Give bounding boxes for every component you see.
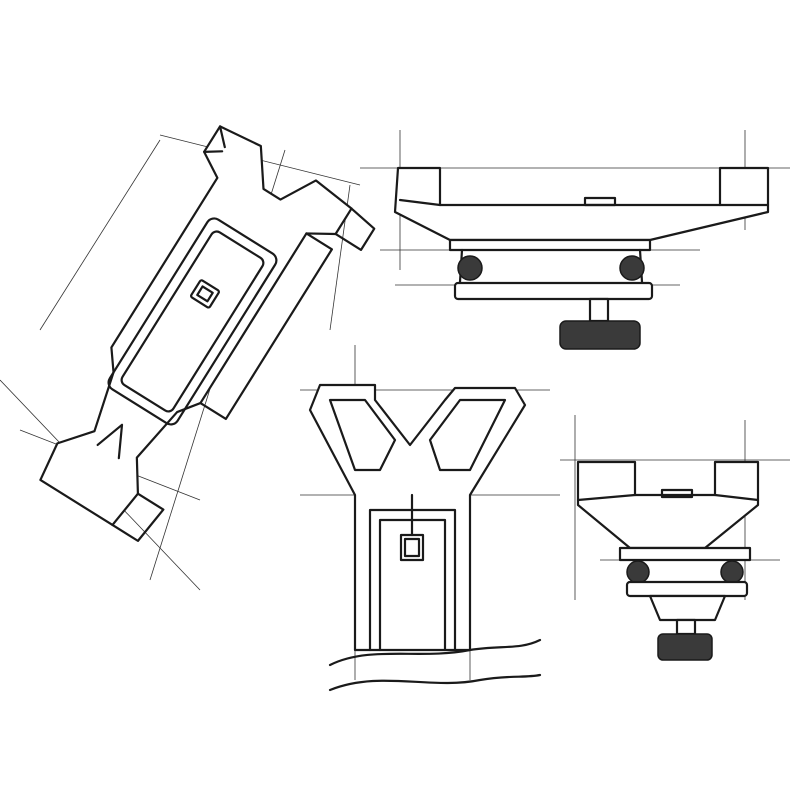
front-view-top [393, 166, 770, 350]
y-shaped-view [308, 383, 542, 692]
side-view-bottom [576, 460, 760, 661]
perspective-view [39, 125, 376, 542]
